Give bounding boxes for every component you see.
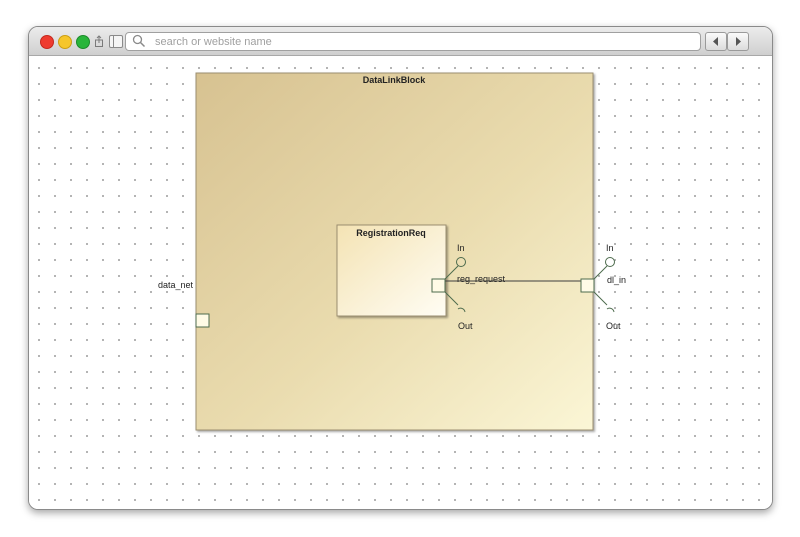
share-icon[interactable] bbox=[95, 35, 103, 47]
sidebar-icon[interactable] bbox=[109, 35, 123, 48]
registration-part[interactable] bbox=[336, 224, 447, 317]
datalink-block[interactable] bbox=[195, 72, 594, 431]
diagram-canvas[interactable]: DataLinkBlock RegistrationReq data_net r… bbox=[29, 56, 772, 509]
address-bar[interactable] bbox=[125, 32, 701, 51]
block-in-label: In bbox=[606, 243, 614, 253]
url-input[interactable] bbox=[155, 34, 685, 49]
part-title: RegistrationReq bbox=[356, 228, 426, 238]
forward-button[interactable] bbox=[727, 32, 749, 51]
port-reg-request[interactable] bbox=[431, 278, 446, 293]
search-icon bbox=[132, 34, 146, 48]
minimize-light-icon[interactable] bbox=[58, 35, 72, 49]
close-light-icon[interactable] bbox=[40, 35, 54, 49]
required-interface-icon bbox=[457, 307, 466, 313]
block-out-label: Out bbox=[606, 321, 621, 331]
port-reg-request-label: reg_request bbox=[457, 274, 506, 284]
provided-interface-icon bbox=[456, 257, 466, 267]
browser-window: DataLinkBlock RegistrationReq data_net r… bbox=[28, 26, 773, 510]
block-title: DataLinkBlock bbox=[363, 75, 427, 85]
part-out-label: Out bbox=[458, 321, 473, 331]
required-interface-icon bbox=[606, 307, 615, 313]
back-button[interactable] bbox=[705, 32, 727, 51]
port-data-net[interactable] bbox=[195, 313, 210, 328]
title-bar bbox=[29, 27, 772, 56]
provided-interface-icon bbox=[605, 257, 615, 267]
back-arrow-icon bbox=[713, 37, 718, 46]
forward-arrow-icon bbox=[736, 37, 741, 46]
zoom-light-icon[interactable] bbox=[76, 35, 90, 49]
part-in-label: In bbox=[457, 243, 465, 253]
port-data-net-label: data_net bbox=[158, 280, 194, 290]
diagram-svg: DataLinkBlock RegistrationReq data_net r… bbox=[158, 72, 626, 431]
port-dl-in-label: dl_in bbox=[607, 275, 626, 285]
port-dl-in[interactable] bbox=[580, 278, 595, 293]
